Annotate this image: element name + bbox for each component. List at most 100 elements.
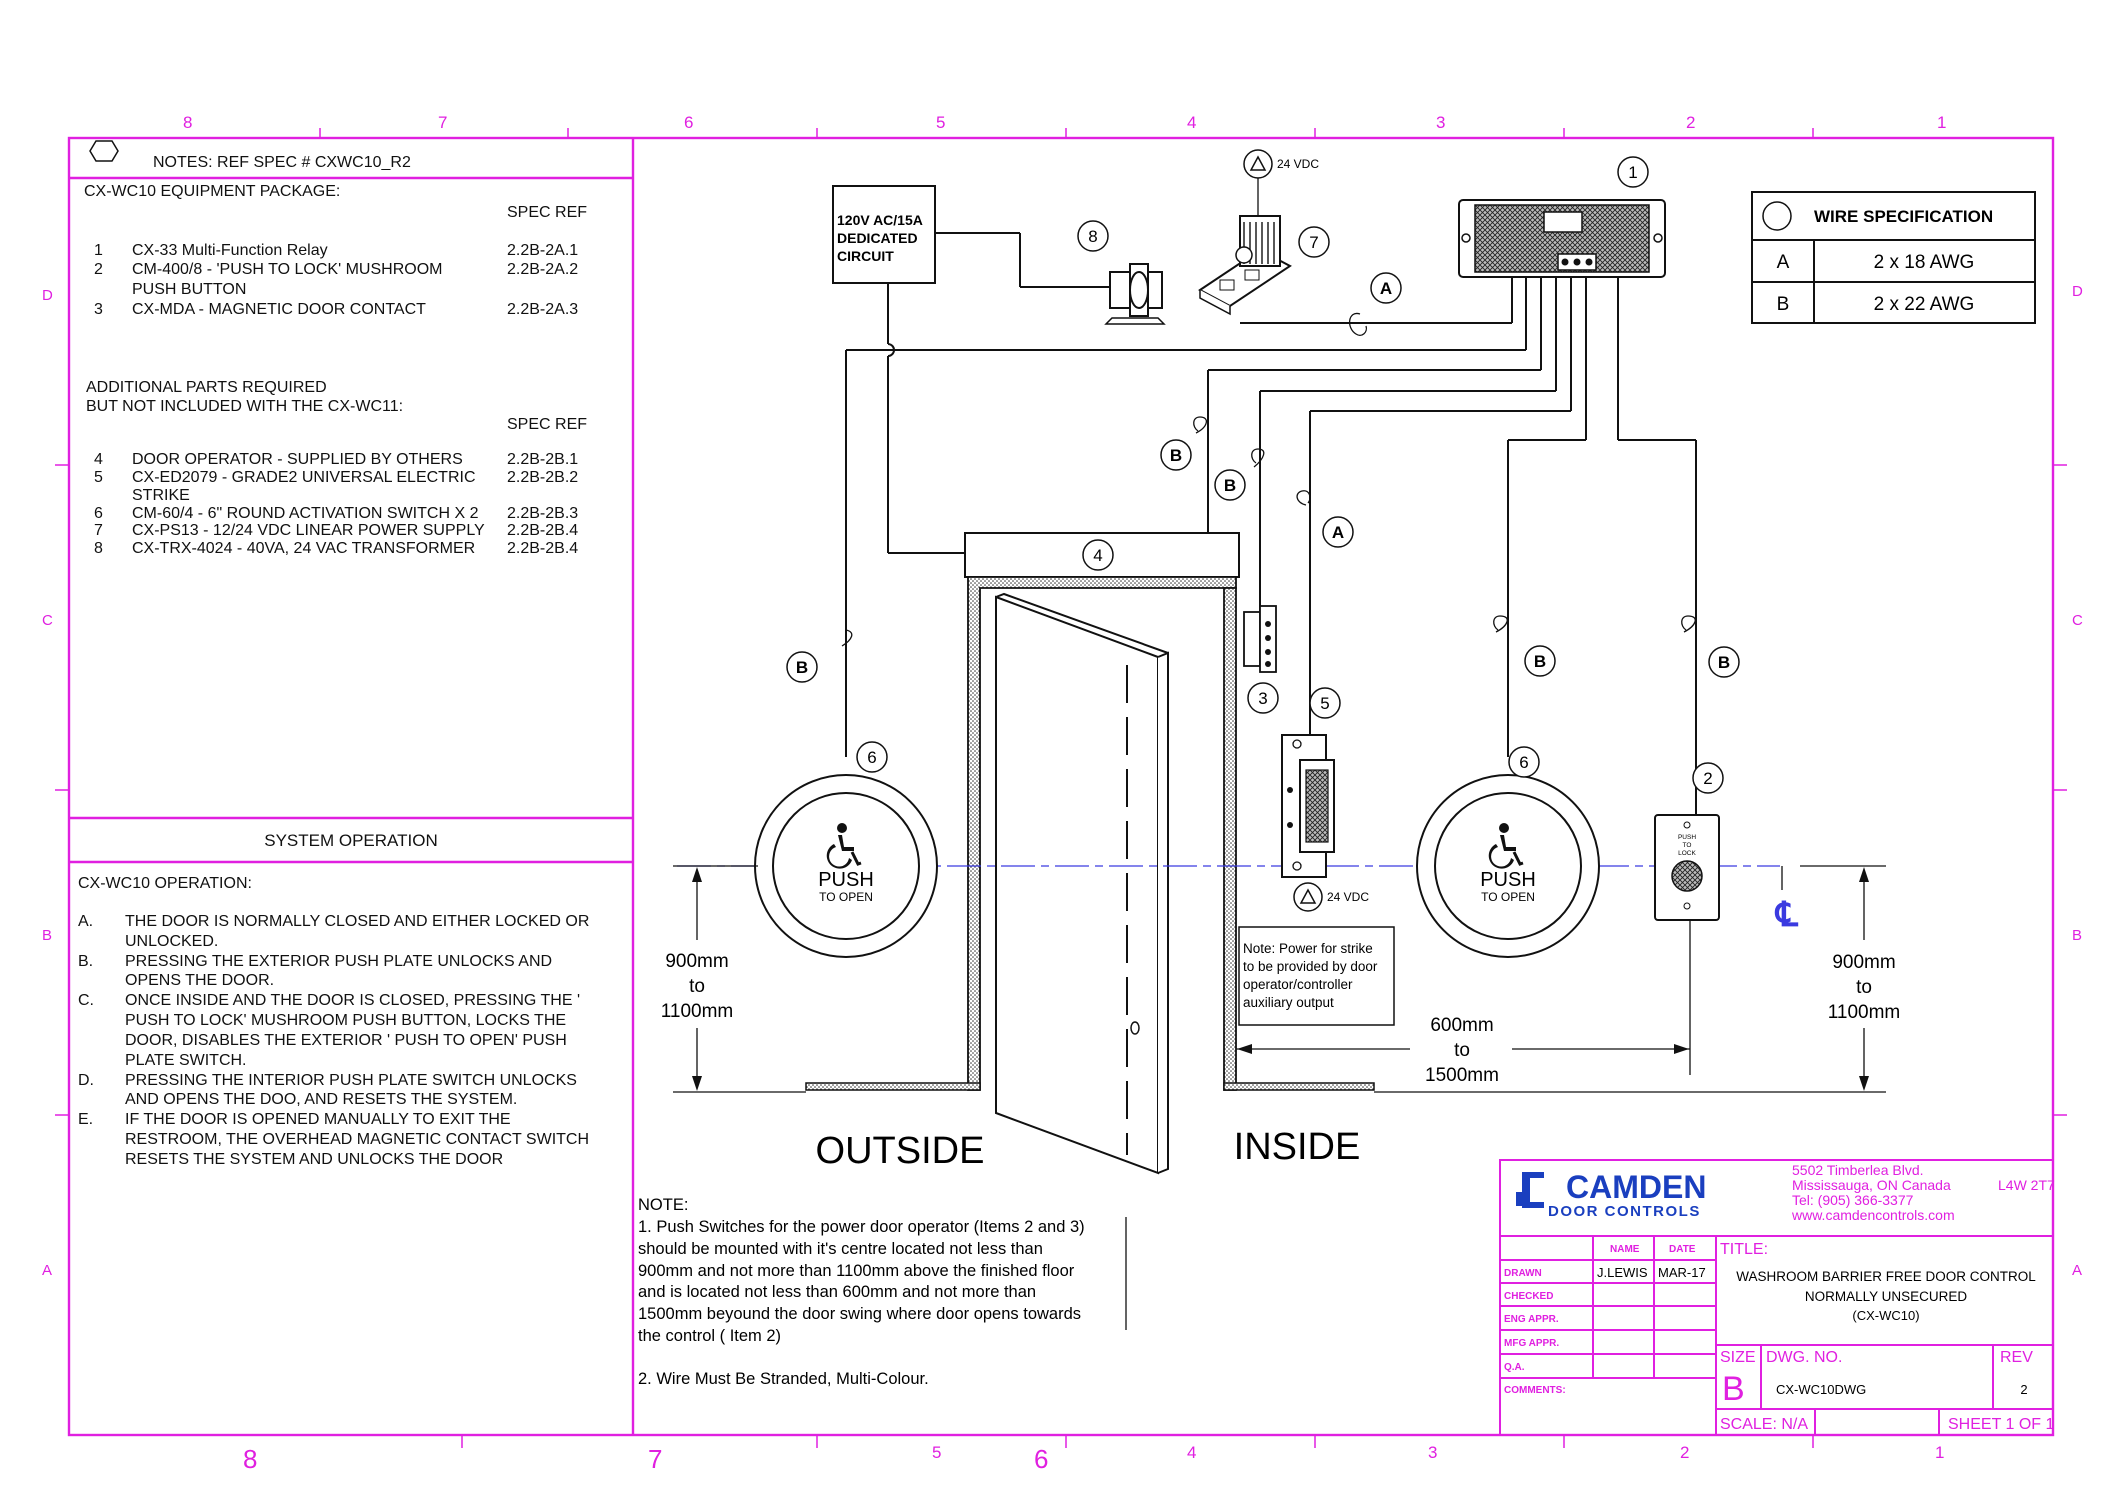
rev-label: REV <box>2000 1349 2033 1366</box>
zone-top-1: 1 <box>1937 113 1946 132</box>
additional-title-2: BUT NOT INCLUDED WITH THE CX-WC11: <box>86 398 403 415</box>
date-header: DATE <box>1669 1244 1696 1255</box>
logo-main: CAMDEN <box>1566 1169 1706 1205</box>
step-d-letter: D. <box>78 1072 94 1089</box>
step-c-line-3: DOOR, DISABLES THE EXTERIOR ' PUSH TO OP… <box>125 1032 567 1049</box>
exterior-push-switch: PUSH TO OPEN <box>754 774 938 958</box>
additional-item-5-desc: CX-ED2079 - GRADE2 UNIVERSAL ELECTRIC <box>132 469 476 486</box>
additional-item-4-num: 4 <box>94 451 103 468</box>
circuit-label-2: DEDICATED <box>837 230 918 246</box>
package-title: CX-WC10 EQUIPMENT PACKAGE: <box>84 183 340 200</box>
row-mfg: MFG APPR. <box>1504 1338 1559 1349</box>
step-a-line-1: THE DOOR IS NORMALLY CLOSED AND EITHER L… <box>125 913 589 930</box>
sheet-frame <box>67 136 2055 1437</box>
dim-right-1: 900mm <box>1832 952 1895 973</box>
wheelchair-icon <box>1488 823 1524 869</box>
strike-note-line-4: auxiliary output <box>1243 995 1334 1010</box>
additional-title-1: ADDITIONAL PARTS REQUIRED <box>86 379 327 396</box>
strike-note-line-3: operator/controller <box>1243 977 1353 992</box>
zone-bottom-5: 5 <box>932 1443 941 1462</box>
logo-sub: DOOR CONTROLS <box>1548 1203 1701 1220</box>
package-item-3-desc: CX-MDA - MAGNETIC DOOR CONTACT <box>132 301 426 318</box>
zone-top-6: 6 <box>684 113 693 132</box>
step-c-letter: C. <box>78 992 94 1009</box>
package-item-2-ref: 2.2B-2A.2 <box>507 261 578 278</box>
wire-spec-table: WIRE SPECIFICATION A 2 x 18 AWG B 2 x 22… <box>1751 191 2036 324</box>
callout-2: 2 <box>1703 769 1712 788</box>
sheet-label: SHEET 1 OF 1 <box>1948 1416 2055 1433</box>
power-supply <box>1198 178 1292 316</box>
package-item-2-desc2: PUSH BUTTON <box>132 281 246 298</box>
package-item-3-num: 3 <box>94 301 103 318</box>
strike-note: Note: Power for strike to be provided by… <box>1238 926 1395 1026</box>
interior-push-switch: PUSH TO OPEN <box>1416 774 1600 958</box>
dim-left-1: 900mm <box>665 951 728 972</box>
zone-bottom-7: 7 <box>648 1444 662 1474</box>
bottom-note-line-8: 2. Wire Must Be Stranded, Multi-Colour. <box>638 1370 929 1388</box>
zone-left-a: A <box>42 1262 52 1279</box>
step-b-letter: B. <box>78 953 93 970</box>
notes-panel: NOTES: REF SPEC # CXWC10_R2 CX-WC10 EQUI… <box>84 140 587 557</box>
dim-left-2: to <box>689 976 705 997</box>
zone-top-3: 3 <box>1436 113 1445 132</box>
wire-spec-a-value: 2 x 18 AWG <box>1874 252 1975 273</box>
zone-right-d: D <box>2072 283 2083 300</box>
transformer <box>1104 263 1166 325</box>
package-item-1-desc: CX-33 Multi-Function Relay <box>132 242 328 259</box>
mushroom-text-2: TO <box>1683 842 1692 849</box>
strike-note-line-2: to be provided by door <box>1243 959 1378 974</box>
step-c-line-1: ONCE INSIDE AND THE DOOR IS CLOSED, PRES… <box>125 992 580 1009</box>
mushroom-text-1: PUSH <box>1678 834 1696 841</box>
outside-label: OUTSIDE <box>816 1130 985 1172</box>
title-label: TITLE: <box>1720 1241 1768 1258</box>
magnetic-door-contact <box>1243 605 1277 673</box>
camden-logo-icon <box>1516 1172 1544 1208</box>
bottom-note: NOTE: 1. Push Switches for the power doo… <box>638 1196 1127 1388</box>
wiring <box>845 232 1697 815</box>
callout-5: 5 <box>1320 694 1329 713</box>
step-d-line-2: AND OPENS THE DOO, AND RESETS THE SYSTEM… <box>125 1091 517 1108</box>
bottom-note-line-6: the control ( Item 2) <box>638 1327 781 1345</box>
mushroom-push-button: PUSH TO LOCK <box>1654 814 1720 921</box>
step-a-line-2: UNLOCKED. <box>125 933 218 950</box>
item-callouts: 1 8 7 4 3 5 6 6 2 <box>856 156 1724 794</box>
wire-code-a-strike: A <box>1332 523 1344 542</box>
dim-left-3: 1100mm <box>661 1001 734 1022</box>
additional-item-8-num: 8 <box>94 540 103 557</box>
bottom-note-line-5: 1500mm beyound the door swing where door… <box>638 1305 1081 1323</box>
callout-4: 4 <box>1093 546 1102 565</box>
zone-top-4: 4 <box>1187 113 1196 132</box>
drawn-name: J.LEWIS <box>1597 1265 1648 1280</box>
hexagon-icon <box>89 140 119 162</box>
additional-item-5-desc2: STRIKE <box>132 487 190 504</box>
dim-right-3: 1100mm <box>1828 1002 1901 1023</box>
package-item-2-num: 2 <box>94 261 103 278</box>
zone-labels-bottom: 8 7 5 6 4 3 2 1 <box>243 1443 1944 1474</box>
wire-hooks <box>841 312 1696 647</box>
vdc-strike-label: 24 VDC <box>1327 890 1369 904</box>
title-line-2: NORMALLY UNSECURED <box>1805 1289 1968 1304</box>
address-3: Tel: (905) 366-3377 <box>1792 1192 1914 1208</box>
zone-right-a: A <box>2072 1262 2082 1279</box>
zone-labels-side: D C B A D C B A <box>42 283 2083 1279</box>
package-item-1-ref: 2.2B-2A.1 <box>507 242 578 259</box>
title-line-3: (CX-WC10) <box>1852 1308 1919 1323</box>
wire-code-b-mushroom: B <box>1718 653 1730 672</box>
push-label-exterior: PUSH <box>818 869 874 891</box>
inside-label: INSIDE <box>1234 1126 1361 1168</box>
wire-spec-title: WIRE SPECIFICATION <box>1814 207 1993 226</box>
power-24vdc-strike-icon: 24 VDC <box>1293 882 1369 912</box>
zone-left-d: D <box>42 287 53 304</box>
operation-panel: SYSTEM OPERATION CX-WC10 OPERATION: A. T… <box>78 831 589 1168</box>
centerline-symbol: ℄ <box>1774 896 1799 934</box>
size-value: B <box>1722 1370 1745 1408</box>
additional-item-7-ref: 2.2B-2B.4 <box>507 522 578 539</box>
postal-code: L4W 2T7 <box>1998 1177 2055 1193</box>
spec-ref-label-2: SPEC REF <box>507 416 587 433</box>
zone-right-b: B <box>2072 927 2082 944</box>
push-label-interior: PUSH <box>1480 869 1536 891</box>
step-b-line-1: PRESSING THE EXTERIOR PUSH PLATE UNLOCKS… <box>125 953 552 970</box>
notes-header: NOTES: REF SPEC # CXWC10_R2 <box>153 154 411 171</box>
power-24vdc-top-icon: 24 VDC <box>1243 149 1319 179</box>
